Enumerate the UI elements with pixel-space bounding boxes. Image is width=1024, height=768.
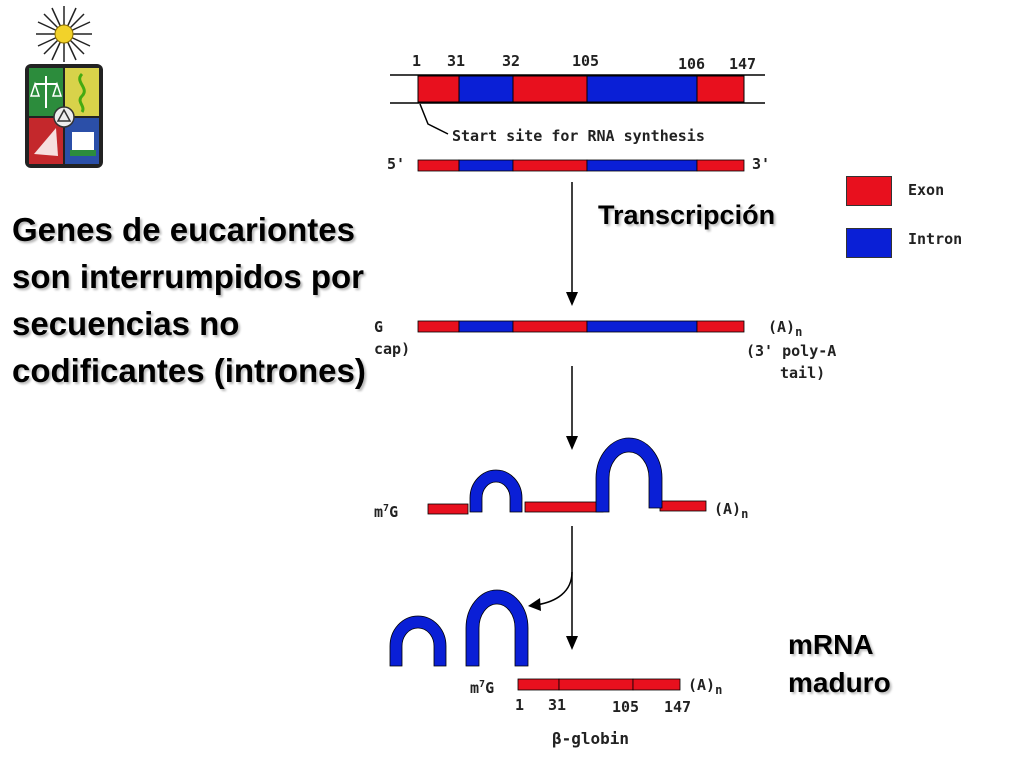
gene-position-105: 105 (572, 52, 600, 70)
legend-intron-swatch (846, 228, 892, 258)
legend-exon-label: Exon (908, 181, 945, 199)
poly-a-tail-label: (3' poly-A (746, 342, 837, 360)
legend-intron-label: Intron (908, 230, 963, 248)
gene-position-32: 32 (502, 52, 521, 70)
mature-mrna-label: mRNA maduro (788, 629, 891, 698)
mature-poly-a-label: (A)n (688, 676, 723, 697)
mature-position-31: 31 (548, 696, 567, 714)
primary-transcript (417, 159, 745, 172)
splicing-intermediate (427, 437, 707, 515)
poly-a-label: (A)n (768, 318, 803, 339)
transcription-label: Transcripción (598, 200, 776, 230)
gene-position-31: 31 (447, 52, 466, 70)
excised-introns (389, 589, 529, 667)
slide-title: Genes de eucariontes son interrumpidos p… (12, 211, 366, 389)
mature-mrna-strand (517, 678, 681, 691)
beta-globin-label: β-globin (552, 729, 630, 748)
gene-position-1: 1 (412, 52, 422, 70)
start-site-label: Start site for RNA synthesis (452, 127, 705, 145)
legend-exon-swatch (846, 176, 892, 206)
capped-transcript (417, 320, 745, 333)
mature-position-147: 147 (664, 698, 692, 716)
university-emblem (22, 4, 106, 170)
cap-label-partial: G (374, 318, 384, 336)
gene-position-106: 106 (678, 55, 706, 73)
gene-position-147: 147 (729, 55, 757, 73)
five-prime-label: 5' (387, 155, 406, 173)
mature-position-105: 105 (612, 698, 640, 716)
university-coat-of-arms-icon (25, 6, 103, 168)
three-prime-label: 3' (752, 155, 771, 173)
gene-dna-strand (390, 74, 765, 135)
cap-label-partial-2: cap) (374, 340, 411, 358)
splicing-cap-label: m7G (374, 503, 399, 521)
poly-a-tail-label-2: tail) (780, 364, 826, 382)
mature-position-1: 1 (515, 696, 525, 714)
mature-cap-label: m7G (470, 679, 495, 697)
splicing-poly-a-label: (A)n (714, 500, 749, 521)
